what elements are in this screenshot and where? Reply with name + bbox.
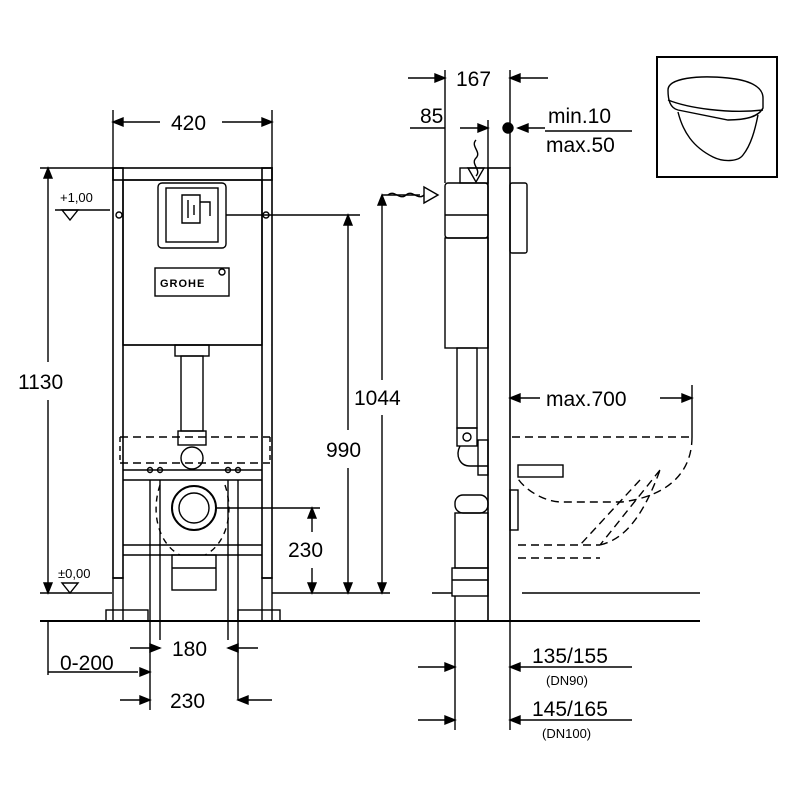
drain-height-dim-label: 230 <box>288 539 323 562</box>
flush-plate <box>157 182 227 249</box>
height-dim-label: 1130 <box>18 371 63 394</box>
front-frame <box>105 167 281 622</box>
wall-toilet-inset-icon <box>656 56 778 178</box>
inlet-height-dim-label: 1044 <box>354 387 401 410</box>
drain-dn100-dim-label: 145/165 <box>532 698 608 721</box>
floor-lines <box>40 592 700 622</box>
width-dim-label: 420 <box>171 112 206 135</box>
brand-logo-text: GROHE <box>160 278 205 290</box>
depth-dim-label: 167 <box>456 68 491 91</box>
wall-gap-min-label: min.10 <box>548 105 611 128</box>
side-frame <box>387 139 693 622</box>
flush-height-dim-label: 990 <box>326 439 361 462</box>
bowl-max-dim-label: max.700 <box>546 388 627 411</box>
wall-gap-max-label: max.50 <box>546 134 615 157</box>
drain-dn90-label: (DN90) <box>546 673 588 688</box>
bolt-outer-dim-label: 230 <box>170 690 205 713</box>
drain-dn90-dim-label: 135/155 <box>532 645 608 668</box>
front-pipes <box>119 344 271 700</box>
drain-dn100-label: (DN100) <box>542 726 591 741</box>
level-top-label: +1,00 <box>60 190 93 205</box>
floor-offset-dim-label: 0-200 <box>60 652 114 675</box>
offset-dim-label: 85 <box>420 105 443 128</box>
grohe-logo <box>154 267 230 297</box>
side-dimensions <box>376 70 694 730</box>
front-dimensions <box>40 110 360 710</box>
level-floor-label: ±0,00 <box>58 566 90 581</box>
bolt-spacing-dim-label: 180 <box>172 638 207 661</box>
